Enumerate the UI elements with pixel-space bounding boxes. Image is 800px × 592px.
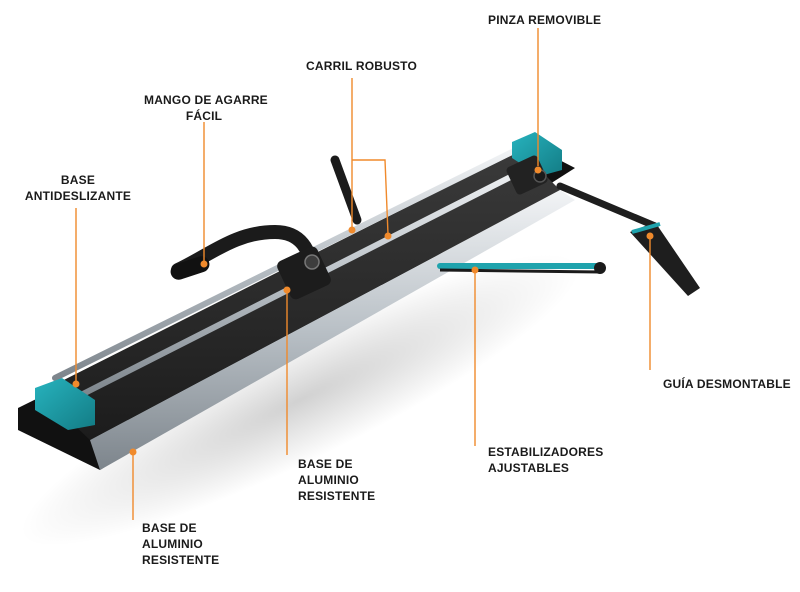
angle-guide-arm: [556, 182, 659, 230]
label-line: RESISTENTE: [142, 553, 220, 567]
label-line: ALUMINIO: [298, 473, 359, 487]
label-line: ALUMINIO: [142, 537, 203, 551]
label-line: BASE DE: [298, 457, 353, 471]
label-pinza-removible: PINZA REMOVIBLE: [488, 12, 601, 28]
label-base-aluminio-mid: BASE DE ALUMINIO RESISTENTE: [298, 456, 375, 504]
label-line: BASE DE: [142, 521, 197, 535]
label-line: CARRIL ROBUSTO: [306, 59, 418, 73]
stabilizer-arm-shadow: [439, 268, 601, 274]
label-base-antideslizante: BASE ANTIDESLIZANTE: [20, 172, 136, 204]
label-mango-de-agarre: MANGO DE AGARRE FÁCIL: [144, 92, 268, 124]
aluminium-side-rail: [90, 190, 575, 470]
label-line: GUÍA DESMONTABLE: [663, 377, 791, 391]
callout-dots: [72, 166, 654, 456]
label-guia-desmontable: GUÍA DESMONTABLE: [663, 376, 791, 392]
angle-guide-head: [630, 222, 700, 296]
removable-clamp: [506, 155, 548, 195]
callout-lines: [75, 28, 651, 520]
end-cap-left: [35, 378, 95, 430]
label-line: MANGO DE AGARRE: [144, 93, 268, 107]
label-line: ESTABILIZADORES: [488, 445, 604, 459]
floor-shadow: [20, 253, 580, 547]
label-estabilizadores-ajustables: ESTABILIZADORES AJUSTABLES: [488, 444, 603, 476]
carriage-wheel: [304, 254, 320, 270]
label-base-aluminio-low: BASE DE ALUMINIO RESISTENTE: [142, 520, 219, 568]
label-line: RESISTENTE: [298, 489, 376, 503]
back-support-leg: [330, 155, 362, 225]
label-line: BASE: [60, 173, 96, 187]
label-line: PINZA REMOVIBLE: [488, 13, 602, 27]
angle-guide-teal-strip: [631, 222, 661, 234]
label-line: FÁCIL: [185, 109, 223, 123]
label-line: AJUSTABLES: [488, 461, 570, 475]
handle-grip: [170, 256, 210, 280]
label-line: ANTIDESLIZANTE: [24, 189, 132, 203]
stabilizer-foot: [594, 262, 606, 274]
label-carril-robusto: CARRIL ROBUSTO: [306, 58, 417, 74]
